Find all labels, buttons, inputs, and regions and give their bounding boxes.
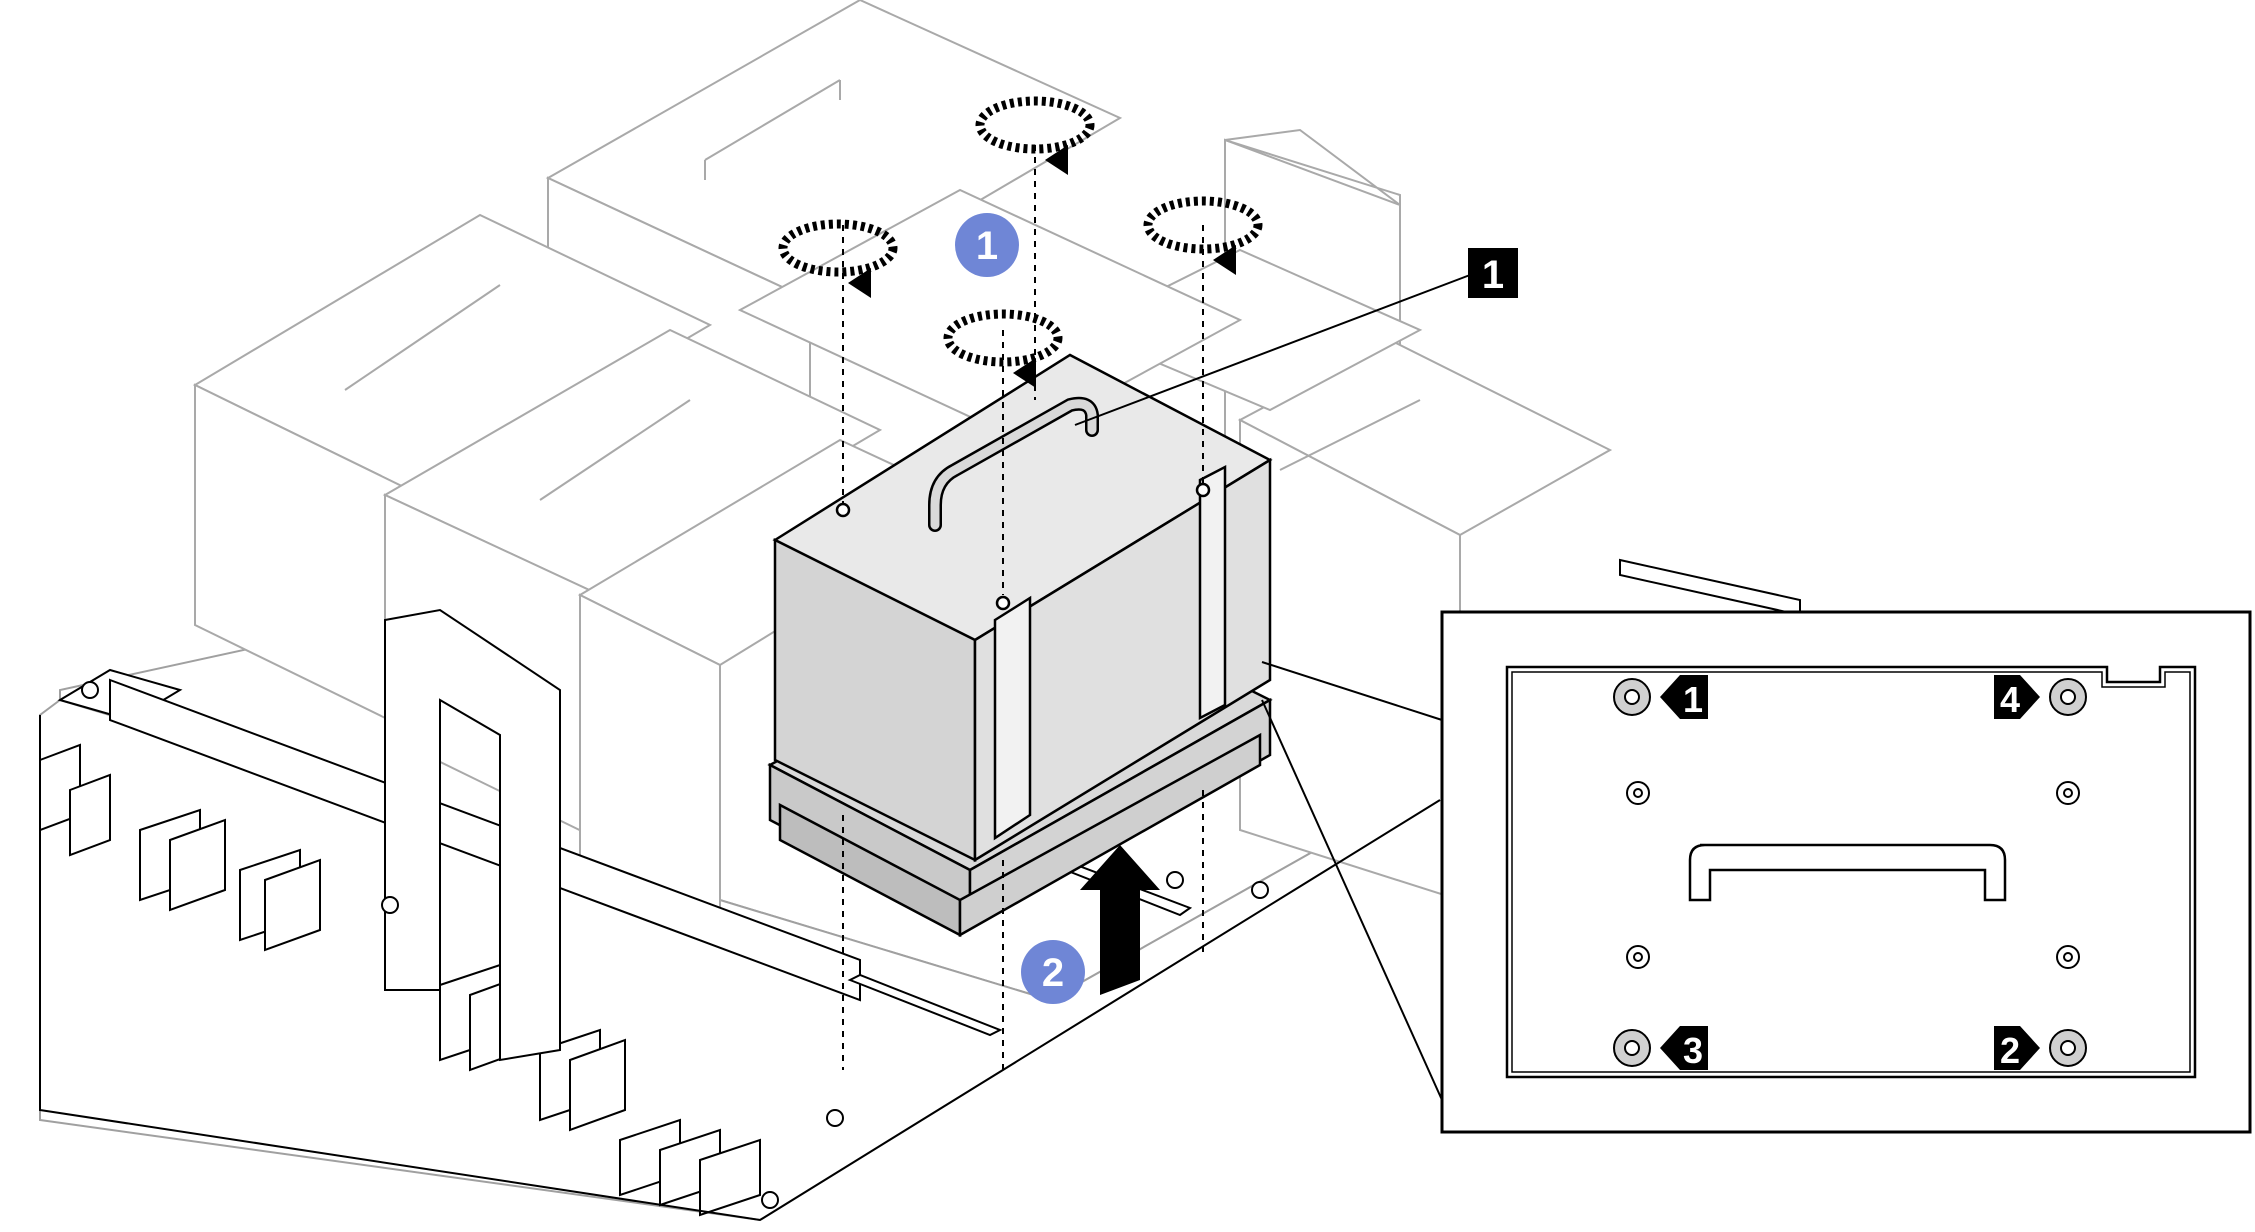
torx-screw-icon <box>1626 781 2080 969</box>
rotate-ccw-icon <box>943 309 1063 367</box>
screw-sequence-4: 4 <box>2000 679 2020 720</box>
rotate-ccw-icon <box>1143 196 1263 254</box>
screw-tag-1: 1 <box>1660 675 1708 720</box>
handle-top-view <box>1688 843 2007 902</box>
step-1-number: 1 <box>976 224 998 268</box>
screw-sequence-3: 3 <box>1683 1030 1703 1071</box>
step-2-badge: 2 <box>1021 940 1085 1004</box>
rotate-ccw-icon <box>778 219 898 277</box>
screw-alignment-lines <box>842 145 1204 1070</box>
rotate-ccw-icon <box>975 96 1095 154</box>
screw-tag-4: 4 <box>1994 675 2040 720</box>
screw-tag-3: 3 <box>1660 1026 1708 1071</box>
screw-tag-2: 2 <box>1994 1026 2040 1071</box>
screw-sequence-2: 2 <box>2000 1030 2020 1071</box>
component-callout: 1 <box>1074 248 1518 426</box>
gpu-heat-sink <box>767 353 1273 938</box>
callout-number: 1 <box>1482 253 1504 297</box>
torx-screw-icon <box>1613 678 2087 1067</box>
rotation-arrowheads <box>848 145 1236 388</box>
screw-sequence-1: 1 <box>1683 679 1703 720</box>
up-arrow-icon <box>1080 845 1160 995</box>
step-1-badge: 1 <box>955 213 1019 277</box>
board-connectors <box>39 558 1801 1222</box>
step-2-number: 2 <box>1042 951 1064 995</box>
screw-sequence-inset: 1 4 3 2 <box>1261 610 2252 1134</box>
